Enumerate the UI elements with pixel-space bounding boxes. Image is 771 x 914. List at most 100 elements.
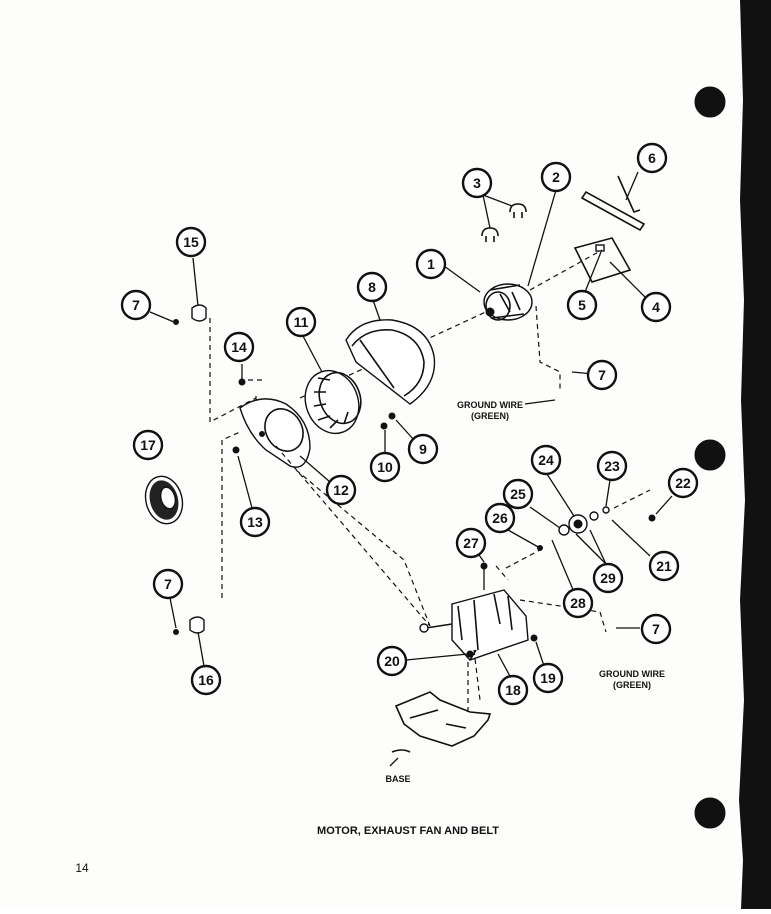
svg-text:7: 7 — [598, 367, 606, 383]
ground-wire-line — [535, 305, 561, 392]
mount-line — [209, 318, 262, 598]
callout-14: 14 — [223, 331, 255, 363]
pulley-bracket-part — [573, 237, 649, 301]
svg-text:1: 1 — [427, 256, 435, 272]
callout-7: 7 — [586, 359, 618, 391]
mount-line — [275, 445, 431, 627]
svg-text:23: 23 — [604, 458, 620, 474]
callout-7: 7 — [640, 613, 672, 645]
fan-cover-part — [239, 398, 331, 483]
svg-text:15: 15 — [183, 234, 199, 250]
svg-text:2: 2 — [552, 169, 560, 185]
motor-part — [443, 189, 557, 321]
callout-20: 20 — [376, 645, 408, 677]
callout-22: 22 — [667, 467, 699, 499]
ground-wire-label-lower: GROUND WIRE (GREEN) — [599, 669, 665, 690]
mount-line — [467, 565, 509, 712]
svg-text:18: 18 — [505, 682, 521, 698]
callout-17: 17 — [132, 429, 164, 461]
callout-23: 23 — [596, 450, 628, 482]
callout-21: 21 — [648, 550, 680, 582]
callout-6: 6 — [636, 142, 668, 174]
callout-2: 2 — [540, 161, 572, 193]
callout-25: 25 — [502, 478, 534, 510]
svg-text:22: 22 — [675, 475, 691, 491]
svg-text:19: 19 — [540, 670, 556, 686]
blower-wheel-part — [302, 335, 362, 435]
svg-text:(GREEN): (GREEN) — [613, 680, 651, 690]
pulley-axis-line — [505, 489, 651, 569]
svg-text:16: 16 — [198, 672, 214, 688]
svg-text:24: 24 — [538, 452, 554, 468]
idler-pulley-part — [507, 473, 651, 593]
svg-text:7: 7 — [164, 576, 172, 592]
bracket-part-15 — [149, 257, 207, 325]
callout-29: 29 — [592, 562, 624, 594]
callout-8: 8 — [356, 271, 388, 303]
callout-28: 28 — [562, 587, 594, 619]
svg-text:10: 10 — [377, 459, 393, 475]
svg-text:5: 5 — [578, 297, 586, 313]
callout-27: 27 — [455, 527, 487, 559]
callout-24: 24 — [530, 444, 562, 476]
svg-text:GROUND WIRE: GROUND WIRE — [457, 400, 523, 410]
callout-7: 7 — [152, 568, 184, 600]
svg-text:21: 21 — [656, 558, 672, 574]
svg-text:3: 3 — [473, 175, 481, 191]
svg-text:26: 26 — [492, 510, 508, 526]
ground-wire-label-upper: GROUND WIRE (GREEN) — [457, 400, 523, 421]
callout-13: 13 — [239, 506, 271, 538]
svg-text:14: 14 — [231, 339, 247, 355]
callout-19: 19 — [532, 662, 564, 694]
base-label: BASE — [385, 774, 410, 784]
svg-text:7: 7 — [652, 621, 660, 637]
clip-parts — [481, 194, 527, 242]
svg-text:9: 9 — [419, 441, 427, 457]
svg-text:28: 28 — [570, 595, 586, 611]
belt-part — [580, 171, 646, 232]
base-part — [389, 691, 492, 767]
callout-15: 15 — [175, 226, 207, 258]
svg-text:6: 6 — [648, 150, 656, 166]
svg-text:27: 27 — [463, 535, 479, 551]
screw-part — [232, 446, 240, 454]
svg-text:13: 13 — [247, 514, 263, 530]
svg-text:GROUND WIRE: GROUND WIRE — [599, 669, 665, 679]
callout-4: 4 — [640, 291, 672, 323]
callout-11: 11 — [285, 306, 317, 338]
bracket-part-16 — [169, 597, 205, 667]
seal-part — [144, 475, 184, 525]
svg-text:11: 11 — [294, 314, 309, 330]
page-edge — [739, 0, 771, 909]
callout-7: 7 — [120, 289, 152, 321]
callout-12: 12 — [325, 474, 357, 506]
binder-hole — [694, 86, 726, 118]
svg-text:12: 12 — [333, 482, 349, 498]
callout-1: 1 — [415, 248, 447, 280]
svg-text:29: 29 — [600, 570, 616, 586]
callout-18: 18 — [497, 674, 529, 706]
binder-hole — [694, 797, 726, 829]
callout-16: 16 — [190, 664, 222, 696]
svg-text:25: 25 — [510, 486, 526, 502]
screw-parts — [380, 412, 415, 456]
page-number: 14 — [75, 861, 89, 875]
svg-text:20: 20 — [384, 653, 400, 669]
svg-text:(GREEN): (GREEN) — [471, 411, 509, 421]
fan-housing-part — [345, 299, 436, 405]
callout-26: 26 — [484, 502, 516, 534]
motor-axis-line — [299, 249, 603, 399]
svg-text:4: 4 — [652, 299, 660, 315]
binder-hole — [694, 439, 726, 471]
svg-text:17: 17 — [140, 437, 156, 453]
callout-9: 9 — [407, 433, 439, 465]
svg-text:8: 8 — [368, 279, 376, 295]
diagram-title: MOTOR, EXHAUST FAN AND BELT — [317, 825, 499, 837]
svg-text:7: 7 — [132, 297, 140, 313]
callout-10: 10 — [369, 451, 401, 483]
callout-5: 5 — [566, 289, 598, 321]
screw-part — [648, 514, 656, 522]
ground-wire-line — [519, 599, 607, 633]
